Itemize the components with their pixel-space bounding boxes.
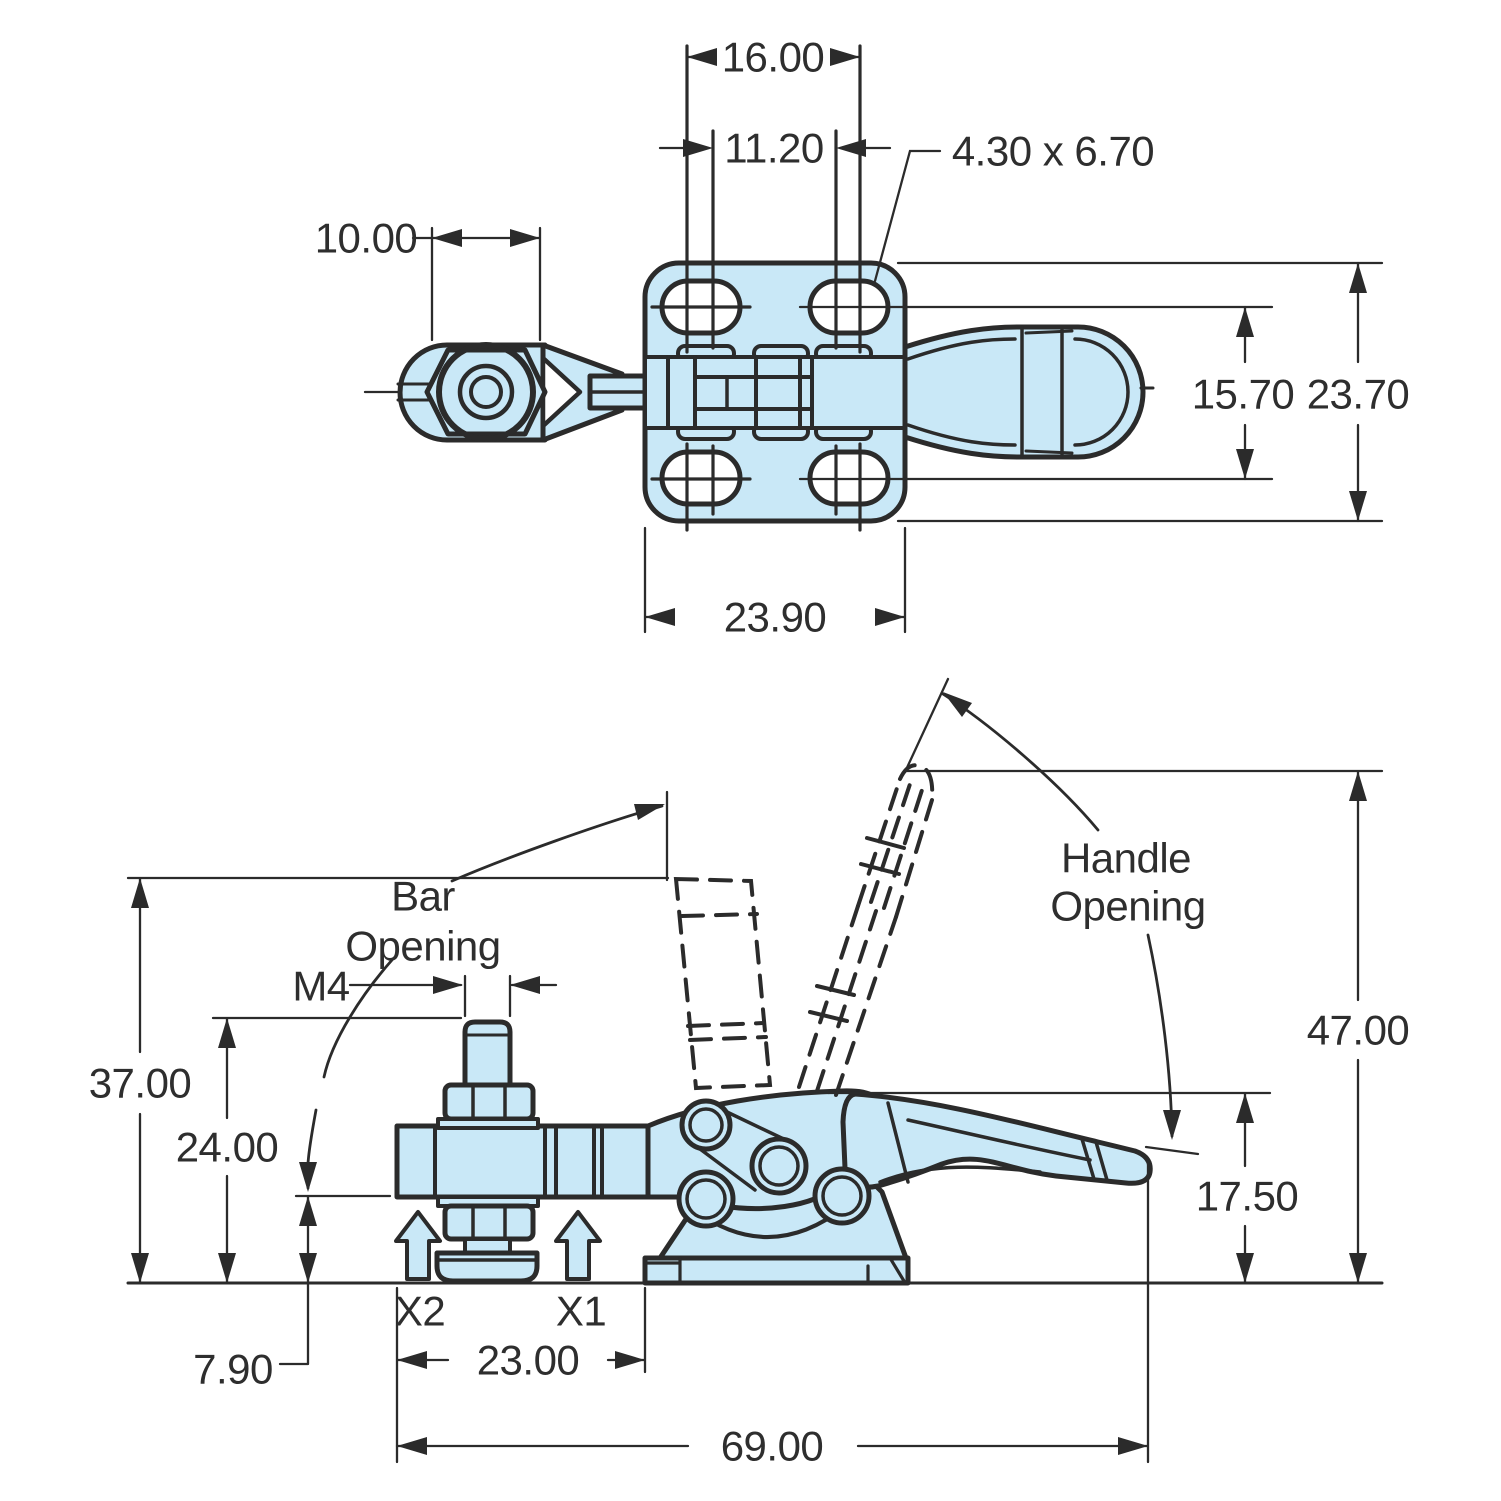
dim-washer-width: 10.00 [315,215,418,262]
pivot-rivets [676,1098,872,1229]
dim-plate-depth: 23.70 [1307,371,1410,418]
force-arrow-x2 [394,1210,442,1281]
spindle-assembly-top [396,342,651,443]
side-view-dimensions: 37.00 24.00 M4 7.90 17.50 47.0 [89,769,1410,1470]
top-view-dimensions: 16.00 11.20 4.30 x 6.70 10.00 15.70 [315,34,1410,641]
dashed-handle-open [797,763,935,1097]
label-bar-opening-1: Bar [391,873,455,920]
label-handle-opening-1: Handle [1061,835,1191,882]
dim-overall-length: 69.00 [721,1423,824,1470]
label-handle-opening-2: Opening [1050,883,1205,930]
force-arrow-x1 [554,1210,602,1281]
dim-hole-row-pitch: 15.70 [1192,371,1295,418]
bar-side [394,1123,693,1200]
dim-plate-width: 23.90 [724,594,827,641]
side-view-labels: Bar Opening Handle Opening X2 X1 [345,835,1206,1335]
bar-top-view [643,355,907,430]
dim-spindle-thread: M4 [292,963,349,1010]
dim-bar-height: 24.00 [176,1124,279,1171]
handle-top-view [902,324,1155,460]
dim-slot-inner-span: 11.20 [724,125,824,172]
hex-nut-lower [442,1203,536,1242]
top-view: 16.00 11.20 4.30 x 6.70 10.00 15.70 [315,34,1410,641]
handle-side-closed [840,1091,1153,1190]
dim-under-bar-clearance: 7.90 [193,1346,273,1393]
handle-opening-arc [903,677,1200,1156]
dim-bar-open-height: 37.00 [89,1060,192,1107]
dim-handle-open-height: 47.00 [1307,1007,1410,1054]
label-bar-opening-2: Opening [345,923,500,970]
hex-nut-top [424,347,548,437]
dim-base-length: 23.00 [477,1337,580,1384]
dim-handle-height: 17.50 [1196,1173,1299,1220]
clamp-foot [434,1250,540,1284]
label-x1: X1 [556,1288,606,1335]
dim-slot-pitch: 16.00 [722,34,825,81]
label-x2: X2 [395,1288,445,1335]
swivel-washer [436,342,536,442]
bar-opening-arc [299,790,669,1192]
hex-nut-upper [442,1082,536,1122]
spindle-assembly-side [434,1019,540,1284]
dim-slot-size: 4.30 x 6.70 [952,128,1154,175]
dashed-bar-open [673,876,773,1091]
side-view: 37.00 24.00 M4 7.90 17.50 47.0 [89,677,1410,1470]
